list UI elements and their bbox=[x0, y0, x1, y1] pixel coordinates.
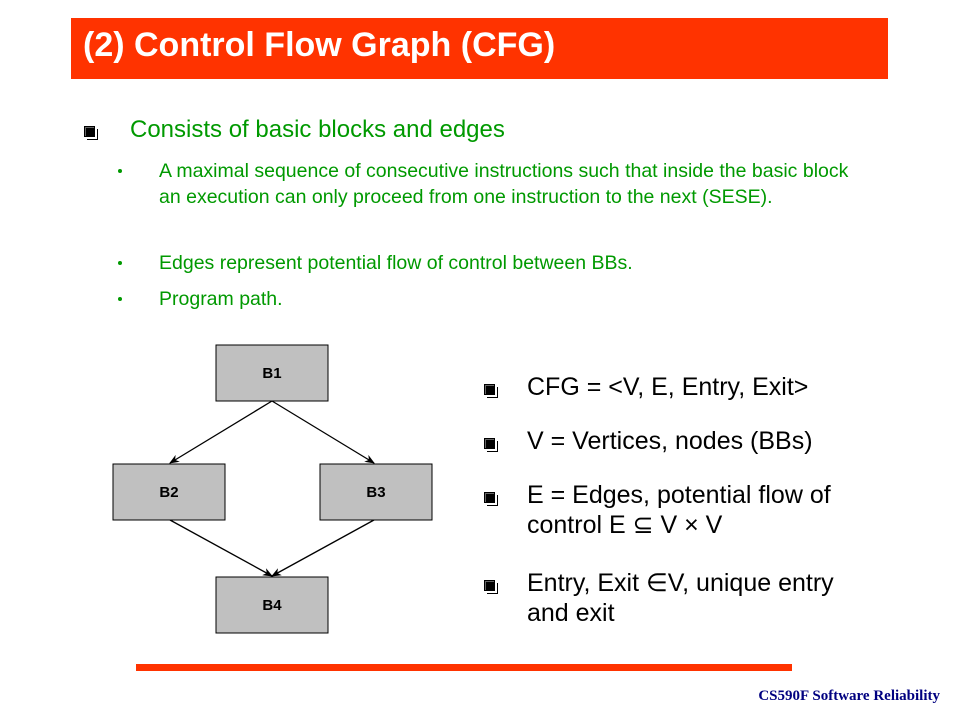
block-b2: B2 bbox=[112, 463, 226, 521]
definition-text: CFG = <V, E, Entry, Exit> bbox=[527, 373, 809, 401]
block-b3: B3 bbox=[319, 463, 433, 521]
square-bullet-icon bbox=[484, 580, 498, 594]
square-bullet-icon bbox=[84, 126, 98, 140]
dot-bullet-icon bbox=[118, 297, 122, 301]
block-label: B3 bbox=[366, 484, 385, 501]
main-point: Consists of basic blocks and edges bbox=[130, 116, 505, 143]
sub-point-text: A maximal sequence of consecutive instru… bbox=[159, 160, 849, 208]
block-label: B2 bbox=[159, 484, 178, 501]
page-title: (2) Control Flow Graph (CFG) bbox=[83, 26, 556, 64]
square-bullet-icon bbox=[484, 438, 498, 452]
edge-b1-b3 bbox=[271, 400, 375, 464]
dot-bullet-icon bbox=[118, 169, 122, 173]
sub-point-text: Edges represent potential flow of contro… bbox=[159, 252, 633, 274]
edge-b2-b4 bbox=[169, 519, 273, 577]
definition-text: V = Vertices, nodes (BBs) bbox=[527, 427, 813, 455]
block-b1: B1 bbox=[215, 344, 329, 402]
title-bar: (2) Control Flow Graph (CFG) bbox=[71, 18, 888, 79]
edge-b1-b2 bbox=[169, 400, 273, 464]
square-bullet-icon bbox=[484, 384, 498, 398]
dot-bullet-icon bbox=[118, 261, 122, 265]
square-bullet-icon bbox=[484, 492, 498, 506]
bottom-rule bbox=[136, 664, 792, 671]
footer-course-name: CS590F Software Reliability bbox=[758, 688, 940, 704]
sub-point-text: Program path. bbox=[159, 288, 283, 310]
edge-b3-b4 bbox=[271, 519, 375, 577]
block-label: B1 bbox=[262, 365, 281, 382]
definition-text: Entry, Exit ∈V, unique entry and exit bbox=[527, 569, 834, 627]
block-b4: B4 bbox=[215, 576, 329, 634]
definition-text: E = Edges, potential flow of control E ⊆… bbox=[527, 481, 831, 539]
block-label: B4 bbox=[262, 597, 282, 614]
